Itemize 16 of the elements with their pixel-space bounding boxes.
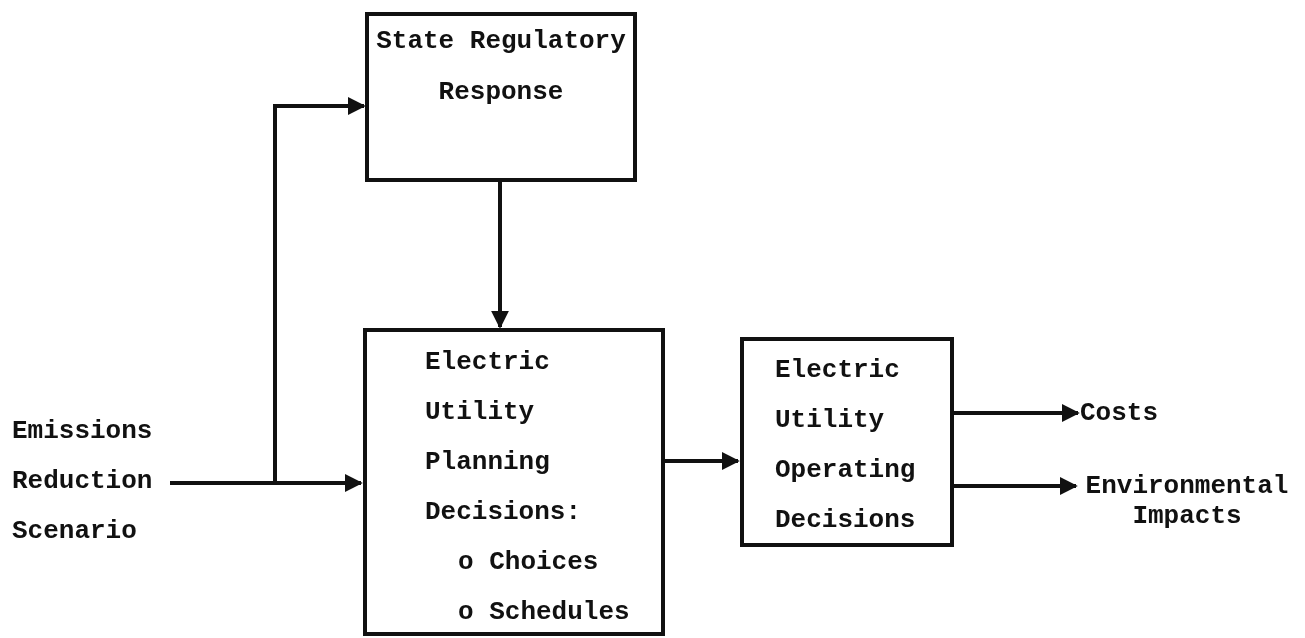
list-item: o Choices [457, 546, 600, 579]
box-label: Electric Utility Planning Decisions: [425, 346, 583, 529]
process-box [365, 12, 637, 182]
arrow [665, 452, 740, 470]
arrow [954, 404, 1080, 422]
arrow [170, 474, 363, 492]
list-item: o Schedules [457, 596, 631, 629]
arrow [491, 182, 509, 329]
box-label: State Regulatory Response [375, 25, 627, 109]
box-label: Electric Utility Operating Decisions [775, 354, 917, 537]
process-box [740, 337, 954, 547]
output-label: Environmental Impacts [1078, 471, 1296, 531]
output-label: Costs [1080, 393, 1190, 433]
arrow [954, 477, 1078, 495]
label-text: Emissions Reduction Scenario [12, 406, 170, 556]
process-box [363, 328, 665, 636]
